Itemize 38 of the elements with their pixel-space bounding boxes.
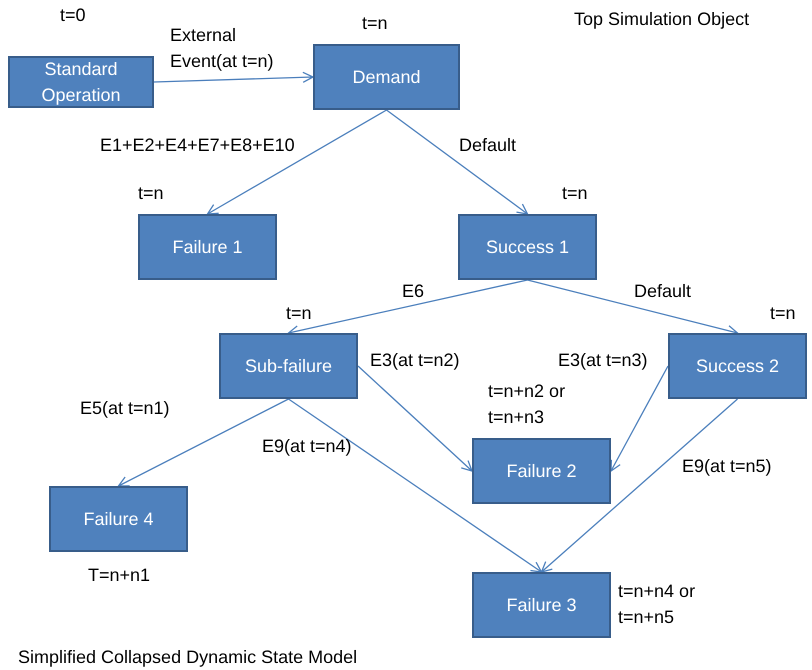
time-annotation: t=0 [60,4,86,27]
edge-label: E1+E2+E4+E7+E8+E10 [100,134,295,157]
arrow [206,109,387,215]
state-box: Sub-failure [219,333,358,399]
arrow [386,109,528,215]
edge-label: E3(at t=n2) [370,349,460,372]
edge-label: E9(at t=n4) [262,435,352,458]
time-annotation: t=n [286,302,312,325]
edge-label: E9(at t=n5) [682,455,772,478]
edge-label: E5(at t=n1) [80,397,170,420]
arrow [610,366,669,472]
time-annotation: T=n+n1 [88,564,150,587]
arrow [154,72,314,83]
arrow [118,398,289,487]
time-annotation: t=n [770,302,796,325]
arrow [358,366,473,472]
time-annotation: t=n [362,12,388,35]
edge-label: E3(at t=n3) [558,349,648,372]
state-box: Demand [313,44,460,110]
edge-label: Default [634,280,692,303]
state-box: Failure 4 [49,486,188,552]
state-box: Failure 2 [472,438,611,504]
time-annotation: t=n [138,182,164,205]
edge-label: External Event(at t=n) [170,24,275,74]
time-annotation: t=n+n4 or t=n+n5 [618,580,696,630]
diagram-label: Top Simulation Object [574,8,750,31]
arrow [540,398,738,573]
arrow [288,398,542,573]
edge-label: Default [459,134,516,157]
state-box: Success 1 [458,214,597,280]
edge-label: E6 [402,280,424,303]
state-box: Failure 3 [472,572,611,638]
time-annotation: t=n [562,182,588,205]
time-annotation: t=n+n2 or t=n+n3 [488,380,566,430]
state-box: Failure 1 [138,214,277,280]
diagram-caption: Simplified Collapsed Dynamic State Model [18,646,358,669]
state-box: Success 2 [668,333,807,399]
state-box: Standard Operation [8,56,154,108]
